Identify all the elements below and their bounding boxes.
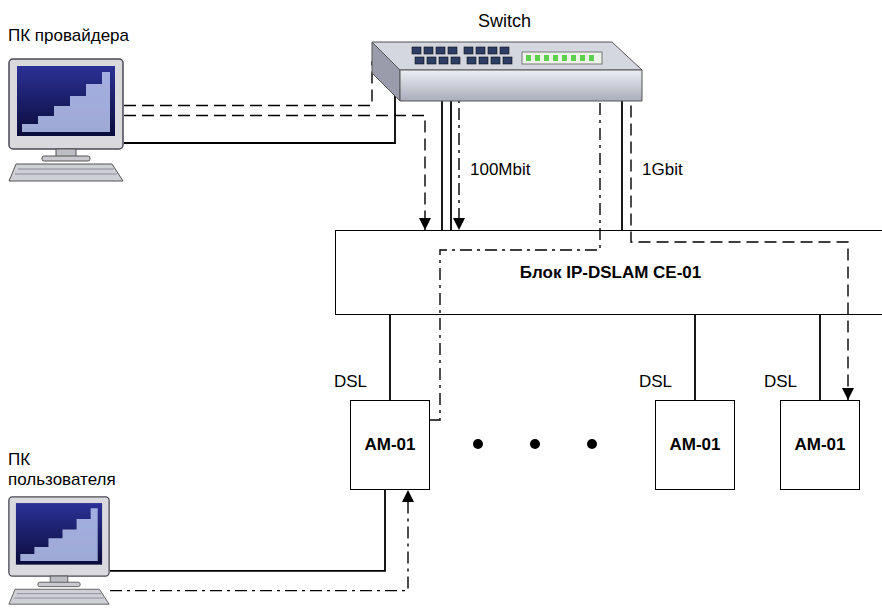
link-line: [621, 101, 623, 230]
link-line: [110, 490, 385, 571]
link-line: [389, 315, 391, 400]
computer-icon: [8, 58, 124, 183]
link-line: [124, 94, 395, 143]
link-line: [694, 315, 696, 400]
switch-illustration: [362, 32, 647, 102]
ellipsis-dot: [530, 439, 540, 449]
ellipsis-dot: [587, 439, 597, 449]
modem-box: AM-01: [780, 400, 860, 490]
link-line: [622, 101, 623, 230]
link-line: [450, 101, 452, 230]
link-label: DSL: [762, 372, 799, 392]
box-title: AM-01: [364, 435, 415, 455]
traffic-flow: [124, 116, 425, 231]
traffic-flow: [110, 490, 408, 591]
link-line: [441, 101, 443, 230]
link-line: [124, 94, 395, 143]
box-title: Блок IP-DSLAM CE-01: [520, 263, 701, 283]
link-line: [110, 490, 385, 571]
traffic-flow: [124, 116, 425, 231]
computer-icon: [8, 496, 110, 606]
computer-icon: [9, 497, 109, 604]
modem-box: AM-01: [655, 400, 735, 490]
link-line: [390, 315, 391, 400]
provider-computer: ПК провайдера: [8, 26, 193, 183]
link-line: [695, 315, 696, 400]
traffic-flow: [110, 490, 408, 591]
modem-box: AM-01: [350, 400, 430, 490]
link-label: DSL: [637, 372, 674, 392]
traffic-flow: [430, 82, 600, 420]
dslam-block: Блок IP-DSLAM CE-01: [335, 230, 882, 315]
switch-illustration: [372, 42, 642, 101]
traffic-flow: [124, 62, 848, 400]
traffic-flow: [124, 62, 848, 400]
device-label: ПК пользователя: [8, 450, 128, 490]
link-line: [820, 315, 821, 400]
link-line: [819, 315, 821, 400]
box-title: AM-01: [669, 435, 720, 455]
traffic-flow: [430, 82, 600, 420]
link-label: DSL: [332, 372, 369, 392]
ellipsis-dot: [473, 439, 483, 449]
device-label: ПК провайдера: [8, 26, 193, 46]
link-label: 100Mbit: [468, 160, 532, 180]
link-line: [442, 101, 451, 230]
computer-icon: [9, 59, 123, 181]
link-label: 1Gbit: [640, 160, 685, 180]
network-switch: Switch: [362, 10, 647, 102]
user-computer: ПК пользователя: [8, 450, 193, 606]
device-label: Switch: [362, 10, 647, 32]
box-title: AM-01: [794, 435, 845, 455]
